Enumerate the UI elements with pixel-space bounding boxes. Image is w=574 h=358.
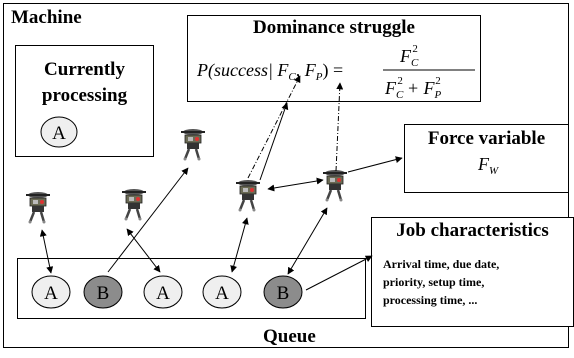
current-job-circle <box>40 116 78 148</box>
currently-processing-box <box>15 45 154 157</box>
arrow <box>287 207 328 275</box>
currently-processing-line-2: processing <box>41 85 128 106</box>
job-characteristics-list: Arrival time, due date, priority, setup … <box>383 255 499 309</box>
job-characteristics-line: priority, setup time, <box>383 275 485 289</box>
queue-job-label: B <box>97 283 110 304</box>
arrow <box>230 217 249 273</box>
queue-label: Queue <box>263 326 316 347</box>
queue-job-circle <box>83 275 123 309</box>
svg-text:FC2: FC2 <box>399 43 419 69</box>
job-characteristics-title: Job characteristics <box>396 220 549 241</box>
queue-job-circle <box>31 275 71 309</box>
currently-processing-label: Currently processing <box>15 57 154 109</box>
dashed-arrow <box>247 75 301 179</box>
queue-job-label: A <box>215 283 229 304</box>
queue-job-circle <box>143 275 183 309</box>
svg-text:P(success| FC, FP) =: P(success| FC, FP) = <box>196 60 343 83</box>
queue-job-circle <box>202 275 242 309</box>
dominance-formula: P(success| FC, FP) = FC2 FC2+ FP2 <box>196 43 475 101</box>
force-variable-symbol: FW <box>477 154 499 177</box>
robot-icon <box>321 168 349 203</box>
robot-icon <box>234 178 262 213</box>
queue-job-label: B <box>277 283 290 304</box>
force-variable-title: Force variable <box>427 128 546 149</box>
arrow <box>347 156 403 173</box>
robot-icon <box>120 187 148 222</box>
arrow <box>267 177 324 192</box>
dominance-struggle-box <box>187 15 481 102</box>
arrow <box>126 228 161 273</box>
job-characteristics-line: processing time, ... <box>383 293 478 307</box>
currently-processing-line-1: Currently <box>44 59 125 80</box>
machine-title: Machine <box>11 7 82 28</box>
arrow <box>39 229 54 274</box>
arrow <box>305 255 373 291</box>
arrow <box>107 167 189 273</box>
robot-icon <box>24 190 52 225</box>
queue-job-label: A <box>44 283 58 304</box>
current-job-label: A <box>52 123 66 144</box>
queue-job-label: A <box>156 283 170 304</box>
svg-text:FC2+ FP2: FC2+ FP2 <box>384 75 442 101</box>
job-characteristics-box <box>371 217 574 327</box>
job-characteristics-line: Arrival time, due date, <box>383 257 500 271</box>
force-variable-box <box>404 124 569 193</box>
dominance-struggle-title: Dominance struggle <box>252 17 415 38</box>
arrow <box>259 102 289 181</box>
queue-job-circle <box>263 275 303 309</box>
dashed-arrow <box>335 82 344 172</box>
robot-icon <box>179 127 207 162</box>
